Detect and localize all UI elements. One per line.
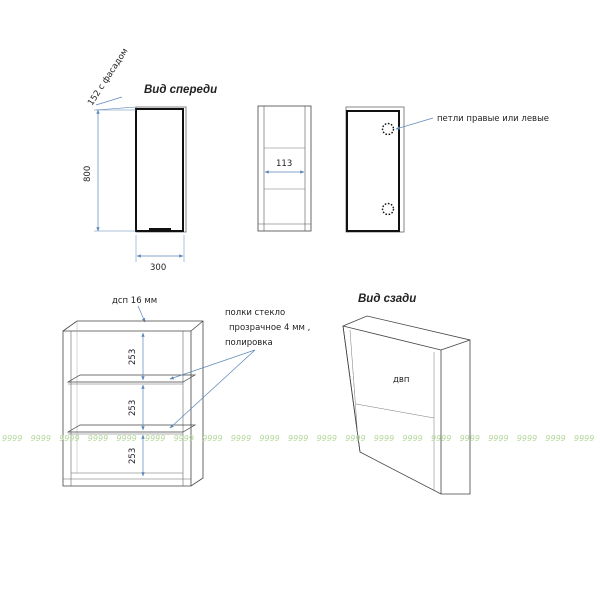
watermark-token: 9999 bbox=[202, 434, 222, 443]
glass-shelf-bottom bbox=[66, 424, 197, 433]
hinge-view-door bbox=[346, 110, 400, 232]
watermark-token: 9999 bbox=[488, 434, 508, 443]
section-view: 113 bbox=[257, 105, 312, 232]
watermark-token: 9999 bbox=[460, 434, 480, 443]
material-leader-line bbox=[137, 305, 146, 323]
watermark-token: 9999 bbox=[374, 434, 394, 443]
spacing-label-1: 253 bbox=[128, 349, 138, 365]
shelves-leader-top bbox=[169, 349, 256, 380]
watermark-token: 9999 bbox=[259, 434, 279, 443]
hinge-view: петли правые или левые bbox=[345, 106, 549, 233]
shelves-label: полки стекло прозрачное 4 мм , полировка bbox=[225, 308, 313, 348]
spacing-label-2: 253 bbox=[128, 400, 138, 416]
watermark-token: 9999 bbox=[116, 434, 136, 443]
hinge-top-icon bbox=[381, 122, 395, 136]
cabinet-side-outline bbox=[135, 106, 187, 233]
back-view: Вид сзади двп bbox=[342, 293, 471, 495]
depth-dimension-line bbox=[95, 96, 123, 106]
open-view: дсп 16 мм 253 253 253 полки стекло прозр… bbox=[62, 296, 313, 487]
material-label: дсп 16 мм bbox=[112, 296, 157, 306]
watermark-token: 9999 bbox=[174, 434, 194, 443]
back-material-label: двп bbox=[393, 375, 409, 385]
back-view-title: Вид сзади bbox=[358, 293, 416, 305]
shelves-leader-bottom bbox=[169, 349, 256, 429]
hinges-label: петли правые или левые bbox=[437, 114, 549, 124]
cabinet-door bbox=[135, 108, 184, 232]
watermark-token: 9999 bbox=[345, 434, 365, 443]
glass-shelf-top bbox=[66, 374, 197, 383]
width-label: 300 bbox=[150, 263, 166, 273]
inner-depth-label: 113 bbox=[276, 159, 292, 169]
watermark-token: 9999 bbox=[145, 434, 165, 443]
section-outline bbox=[257, 105, 312, 232]
watermark-token: 9999 bbox=[545, 434, 565, 443]
watermark-token: 9999 bbox=[31, 434, 51, 443]
hinge-bottom-icon bbox=[381, 202, 395, 216]
hinge-leader-line bbox=[395, 117, 434, 130]
watermark-token: 9999 bbox=[402, 434, 422, 443]
watermark-token: 9999 bbox=[317, 434, 337, 443]
watermark-token: 9999 bbox=[431, 434, 451, 443]
watermark-token: 9999 bbox=[574, 434, 594, 443]
depth-label: 152 с фасадом bbox=[86, 47, 130, 108]
watermark-token: 9999 bbox=[88, 434, 108, 443]
watermark-token: 9999 bbox=[231, 434, 251, 443]
spacing-label-3: 253 bbox=[128, 448, 138, 464]
front-view: Вид спереди 152 с фасадом 800 300 bbox=[83, 47, 217, 273]
height-label: 800 bbox=[83, 166, 93, 182]
back-panel-seam bbox=[355, 403, 435, 419]
watermark-token: 9999 bbox=[59, 434, 79, 443]
watermark-token: 9999 bbox=[2, 434, 22, 443]
front-view-title: Вид спереди bbox=[144, 84, 217, 96]
watermark-token: 9999 bbox=[517, 434, 537, 443]
door-handle bbox=[149, 228, 171, 232]
watermark-token: 9999 bbox=[288, 434, 308, 443]
watermark-row: 9999 9999 9999 9999 9999 9999 9999 9999 9999 9999… bbox=[2, 434, 594, 443]
